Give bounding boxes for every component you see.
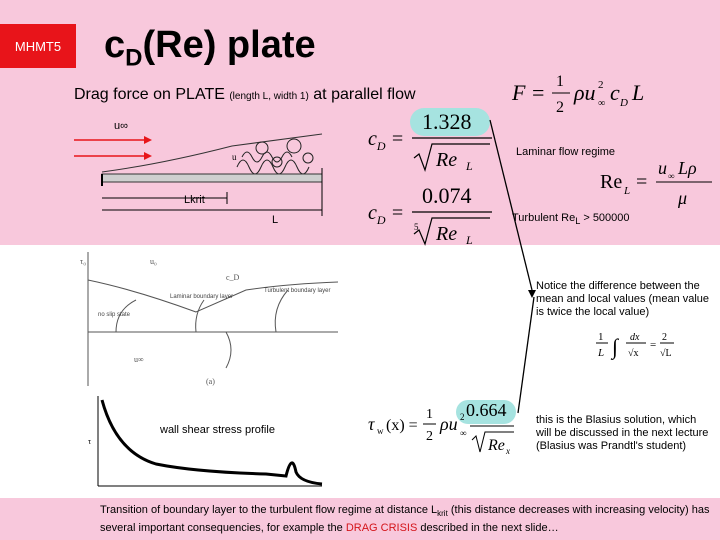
svg-text:=: = [650, 339, 656, 351]
svg-text:Lρ: Lρ [677, 158, 697, 178]
svg-text:x: x [505, 446, 510, 456]
flow-arrow-2-head [144, 152, 152, 160]
svg-text:=: = [532, 80, 544, 105]
laminar-coefficient: 1.328 [422, 109, 472, 134]
svg-text:∫: ∫ [610, 334, 620, 360]
svg-text:Re: Re [435, 223, 457, 245]
notice-text: Notice the difference between the mean a… [536, 280, 710, 318]
caption-background [0, 498, 720, 540]
svg-text:μ: μ [677, 188, 687, 208]
boundary-layer-figure: τ₀ u₀ c_D u∞ (a) [80, 252, 339, 386]
local-coefficient: 0.664 [466, 400, 507, 420]
svg-text:2: 2 [556, 99, 564, 116]
integral-formula: 1 L ∫ dx √x = 2 √L [596, 331, 674, 360]
u-infinity-label: u∞ [114, 120, 128, 132]
svg-text:L: L [465, 159, 473, 173]
svg-text:τ: τ [368, 414, 375, 434]
header-background [0, 0, 720, 245]
u-local-label: u [232, 152, 237, 162]
bottom-caption: Transition of boundary layer to the turb… [100, 504, 710, 535]
slide-title: cD(Re) plate [104, 24, 316, 72]
svg-text:c: c [610, 80, 620, 105]
laminar-bl-label: Laminar boundary layer [170, 294, 234, 300]
svg-text:ρu: ρu [573, 80, 596, 105]
svg-text:τ₀: τ₀ [80, 257, 86, 266]
laminar-regime-label: Laminar flow regime [516, 146, 616, 158]
flow-arrow-1-head [144, 136, 152, 144]
l-krit-label: Lkrit [184, 194, 205, 206]
svg-text:c_D: c_D [226, 273, 240, 282]
svg-text:1: 1 [556, 73, 564, 90]
svg-text:u₀: u₀ [150, 257, 157, 266]
no-slip-label: no slip state [98, 312, 131, 318]
local-shear-formula: τ w (x) = 1 2 ρu 2 ∞ Re x [368, 407, 514, 456]
svg-text:u∞: u∞ [134, 355, 144, 364]
svg-text:=: = [636, 171, 647, 193]
svg-text:2: 2 [662, 332, 667, 343]
svg-text:2: 2 [598, 79, 604, 91]
svg-text:L: L [597, 347, 604, 359]
svg-text:2: 2 [460, 412, 465, 422]
svg-text:(a): (a) [206, 377, 215, 386]
svg-text:L: L [465, 233, 473, 247]
svg-text:5: 5 [414, 222, 419, 232]
svg-text:Re: Re [600, 171, 622, 193]
l-label: L [272, 214, 279, 226]
drag-force-formula: F = 1 2 ρu 2 ∞ c D L [511, 73, 644, 116]
course-badge: MHMT5 [0, 24, 76, 68]
svg-text:∞: ∞ [598, 98, 605, 109]
svg-text:dx: dx [630, 332, 640, 343]
turbulent-cd-symbol: cD = [368, 202, 405, 227]
slide-subtitle: Drag force on PLATE (length L, width 1) … [74, 86, 416, 103]
svg-text:1: 1 [426, 407, 433, 422]
turbulent-coefficient: 0.074 [422, 183, 472, 208]
reynolds-formula: Re L = u ∞ Lρ μ [600, 158, 712, 208]
turbulent-denominator: 5 Re L [412, 211, 492, 247]
svg-text:Re: Re [435, 149, 457, 171]
laminar-denominator: Re L [412, 137, 492, 173]
turbulent-bl-label: Turbulent boundary layer [264, 288, 331, 294]
svg-text:τ: τ [88, 437, 92, 446]
svg-text:√x: √x [628, 348, 639, 359]
svg-text:w: w [377, 426, 384, 436]
blasius-note: this is the Blasius solution, which will… [536, 414, 709, 452]
svg-text:u: u [658, 158, 667, 178]
svg-text:∞: ∞ [460, 428, 466, 438]
svg-text:D: D [619, 97, 628, 109]
shear-profile-label: wall shear stress profile [160, 424, 275, 436]
svg-text:√L: √L [660, 348, 672, 359]
svg-text:ρu: ρu [439, 414, 458, 434]
svg-text:2: 2 [426, 429, 433, 444]
boundary-layer-edge [101, 133, 323, 173]
turbulent-regime-label: Turbulent ReL > 500000 [512, 212, 630, 227]
turbulent-eddies [236, 138, 314, 175]
plate-sketch: u [74, 133, 323, 216]
svg-text:L: L [623, 185, 630, 197]
laminar-coefficient-highlight [410, 108, 490, 136]
local-coefficient-highlight [456, 400, 516, 424]
svg-text:1: 1 [598, 331, 604, 343]
wall-shear-stress-plot: τ [88, 396, 323, 487]
svg-text:(x) =: (x) = [386, 417, 418, 434]
svg-text:∞: ∞ [668, 171, 674, 181]
svg-text:F: F [511, 80, 526, 105]
laminar-cd-symbol: cD = [368, 128, 405, 153]
svg-text:L: L [631, 80, 644, 105]
svg-text:Re: Re [487, 437, 505, 454]
